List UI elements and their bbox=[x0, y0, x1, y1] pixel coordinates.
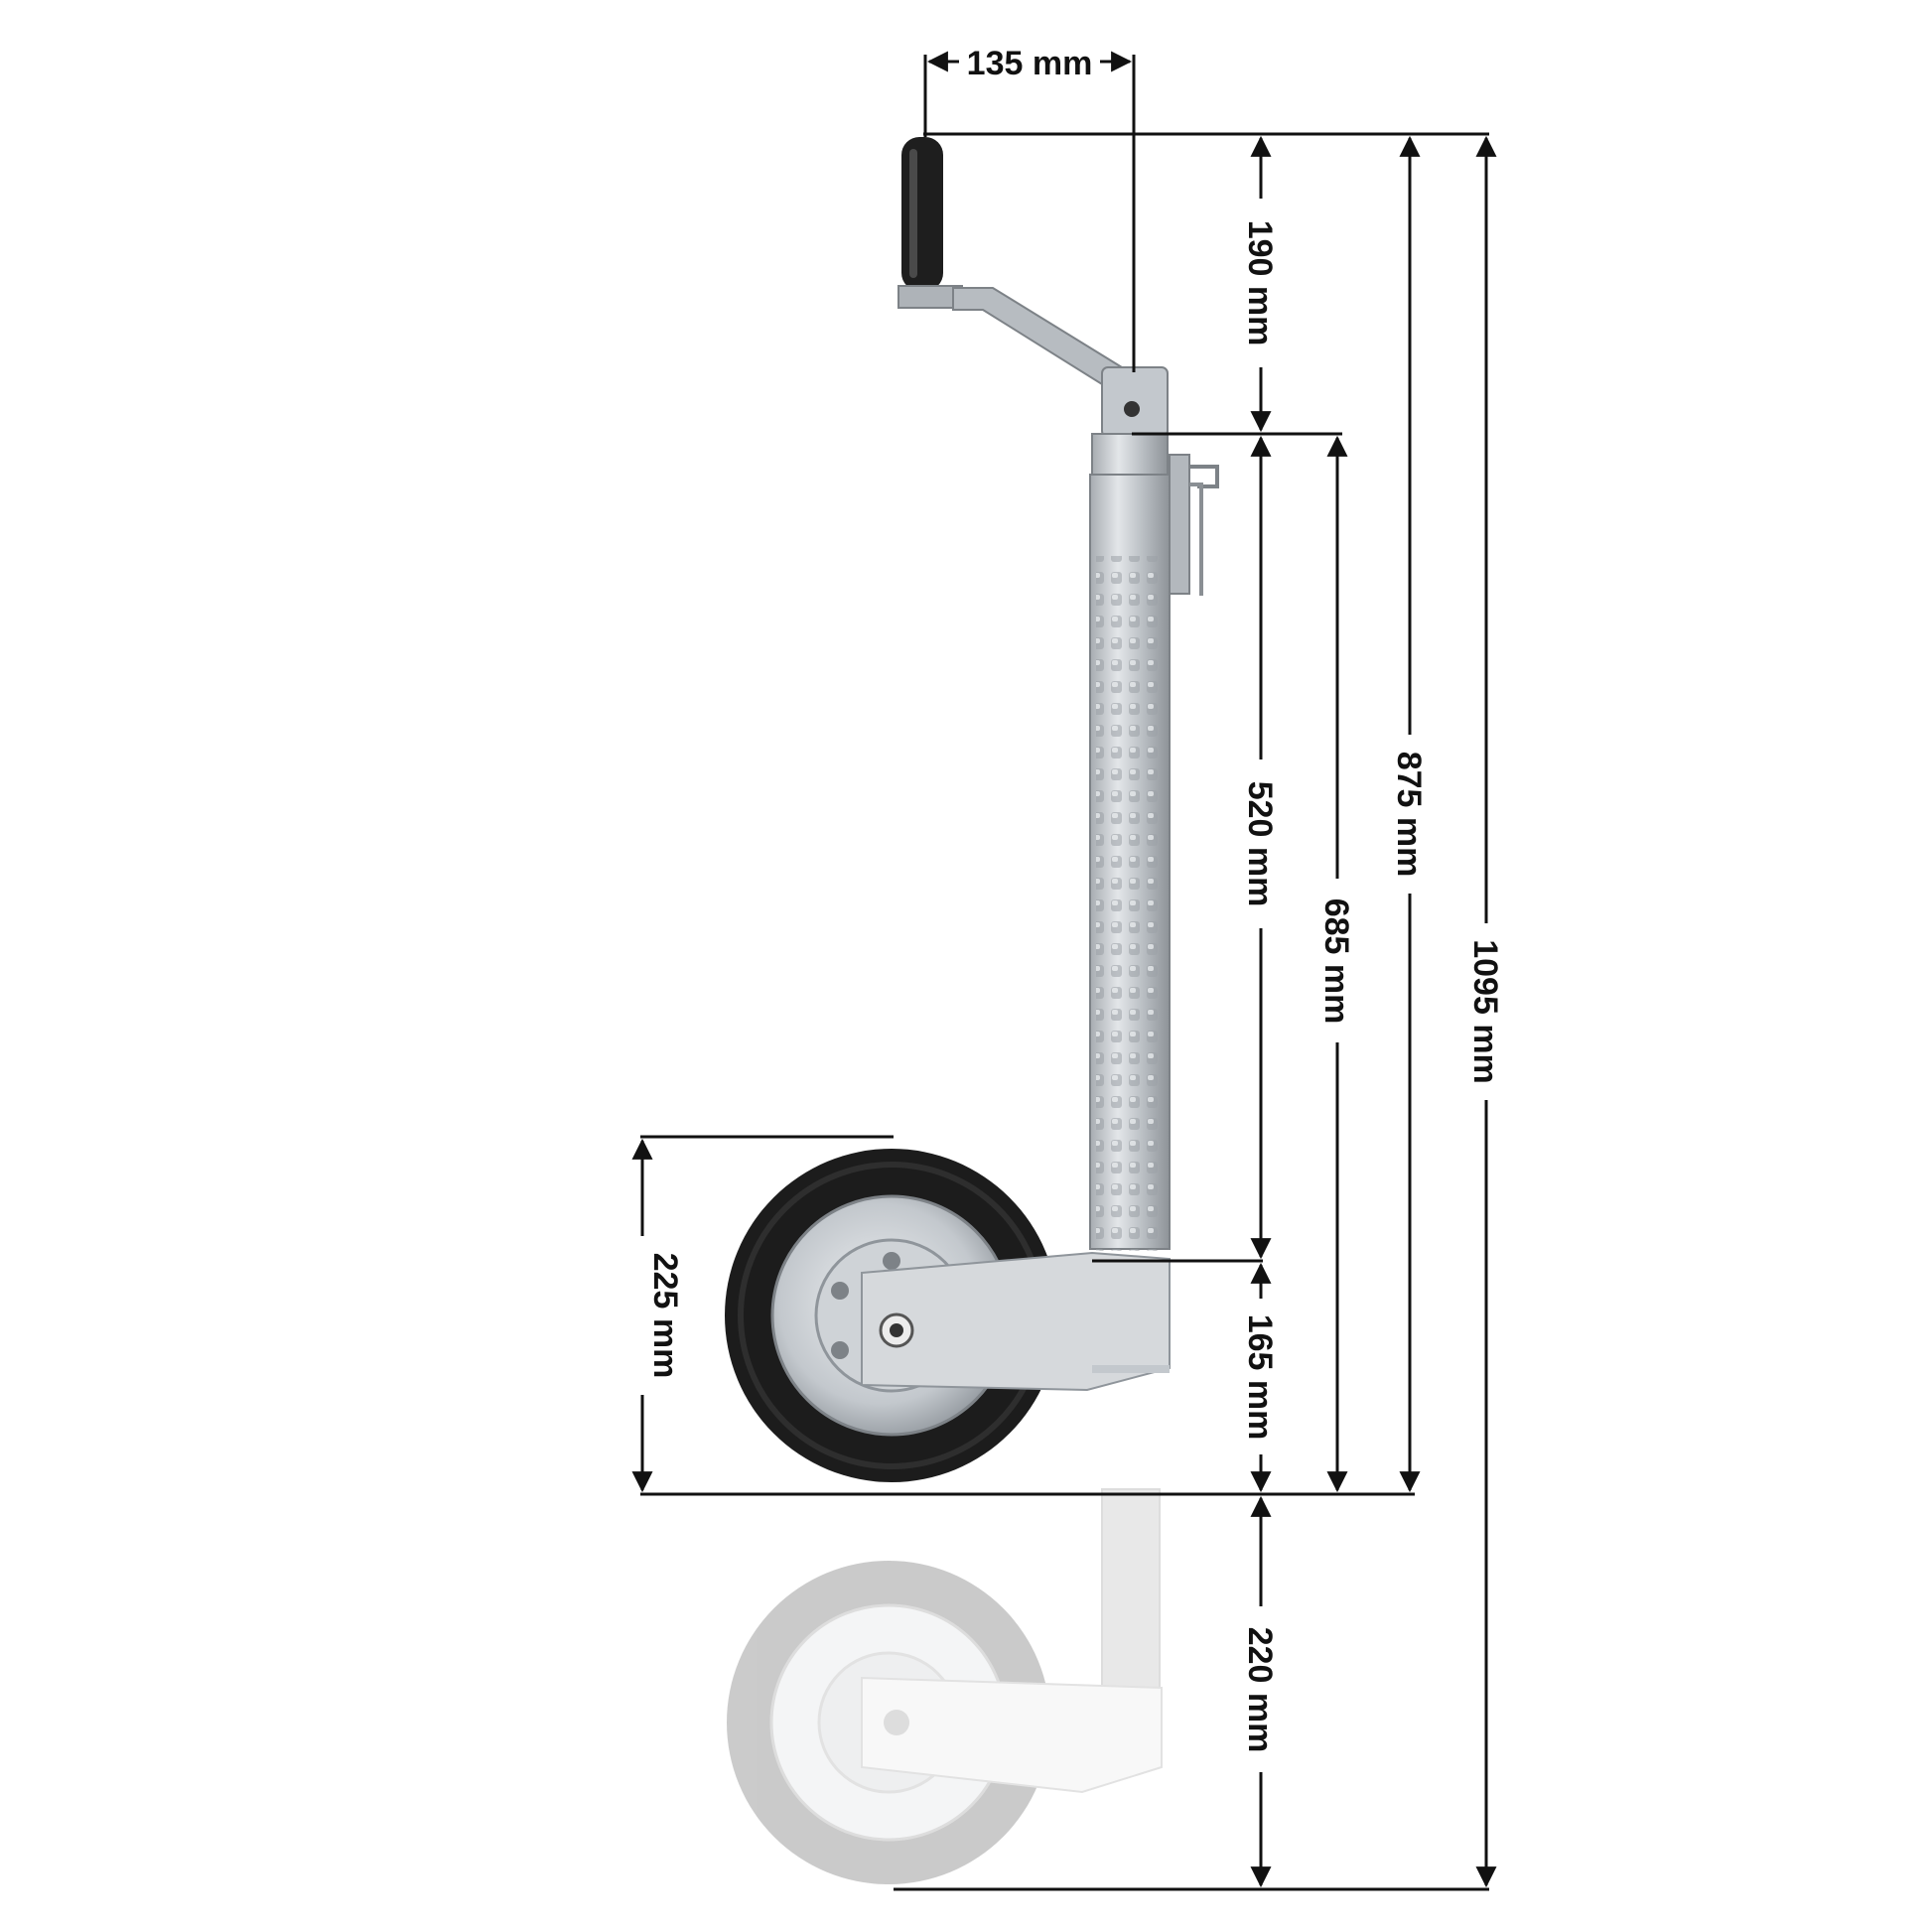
crank-handle bbox=[897, 285, 1169, 438]
jockey-wheel bbox=[725, 137, 1219, 1482]
dimension-labels: 135 mm 190 mm 520 mm 165 mm 220 mm 685 m… bbox=[646, 45, 1504, 1752]
dim-extension-travel: 220 mm bbox=[1241, 1627, 1279, 1753]
dimension-lines bbox=[631, 51, 1497, 1891]
crank-grip-icon bbox=[901, 137, 943, 291]
dim-total-height: 1095 mm bbox=[1466, 939, 1504, 1084]
dim-tube-to-ground: 685 mm bbox=[1317, 898, 1355, 1025]
lowered-wheel-ghost bbox=[727, 1488, 1163, 1884]
dim-crank-offset: 135 mm bbox=[967, 45, 1093, 82]
dim-handle-height: 190 mm bbox=[1241, 220, 1279, 346]
dim-tube-length: 520 mm bbox=[1241, 781, 1279, 907]
main-tube bbox=[1089, 433, 1219, 1251]
dim-bracket-height: 165 mm bbox=[1241, 1314, 1279, 1441]
dim-wheel-diameter: 225 mm bbox=[646, 1253, 684, 1379]
dim-top-to-ground: 875 mm bbox=[1390, 752, 1428, 878]
